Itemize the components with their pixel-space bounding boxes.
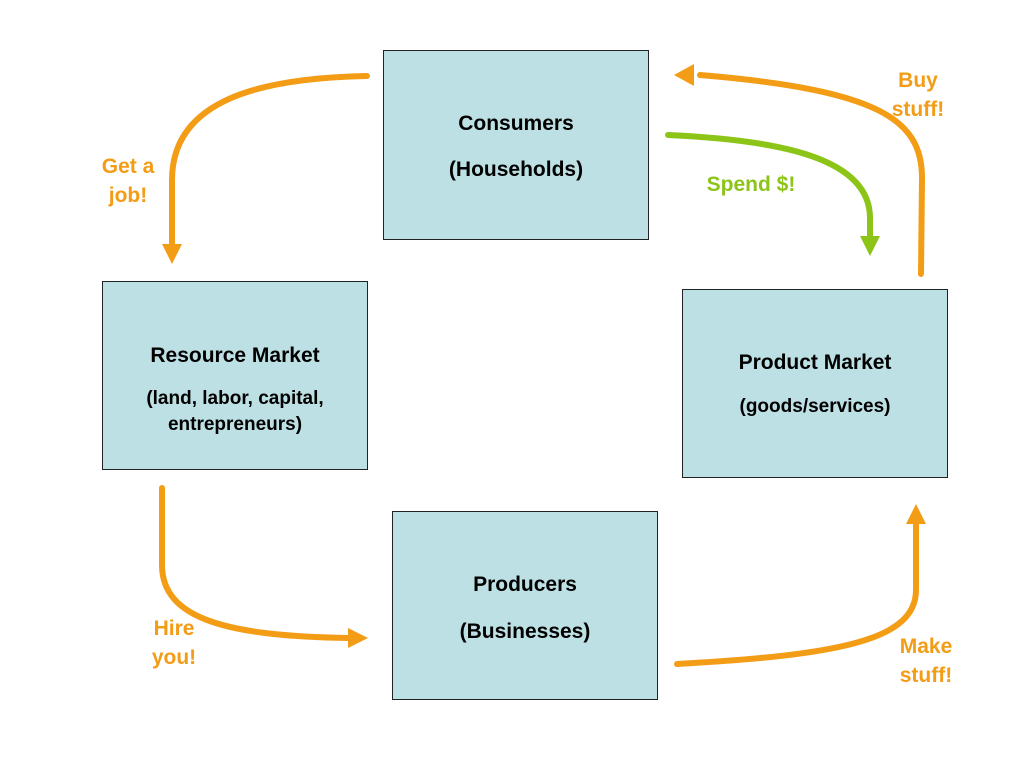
arrow-buy-stuff-head	[674, 64, 694, 86]
make-stuff-label: Make stuff!	[899, 635, 953, 687]
product-market-subtitle: (goods/services)	[739, 396, 891, 417]
consumers-subtitle: (Households)	[448, 158, 584, 181]
arrow-get-job-head	[162, 244, 182, 264]
resource-market-box: Resource Market (land, labor, capital, e…	[102, 281, 368, 470]
arrow-get-job	[169, 73, 370, 247]
producers-title: Producers	[473, 573, 577, 596]
arrow-spend-money	[665, 132, 873, 239]
producers-subtitle: (Businesses)	[459, 620, 591, 643]
arrow-make-stuff-head	[906, 504, 926, 524]
buy-stuff-label: Buy stuff!	[891, 69, 945, 121]
arrow-hire-you	[159, 485, 351, 641]
consumers-title: Consumers	[458, 112, 574, 135]
arrow-spend-money-head	[860, 236, 880, 256]
hire-you-label: Hire you!	[151, 617, 197, 669]
product-market-box: Product Market (goods/services)	[682, 289, 948, 478]
consumers-box: Consumers (Households)	[383, 50, 649, 240]
arrow-make-stuff	[674, 521, 919, 667]
product-market-title: Product Market	[738, 351, 892, 374]
arrow-hire-you-head	[348, 628, 368, 648]
arrow-buy-stuff	[697, 72, 926, 277]
spend-money-label: Spend $!	[706, 173, 796, 196]
get-job-label: Get a job!	[101, 155, 155, 207]
producers-box: Producers (Businesses)	[392, 511, 658, 700]
resource-market-title: Resource Market	[150, 344, 320, 367]
resource-market-subtitle: (land, labor, capital, entrepreneurs)	[146, 388, 324, 435]
